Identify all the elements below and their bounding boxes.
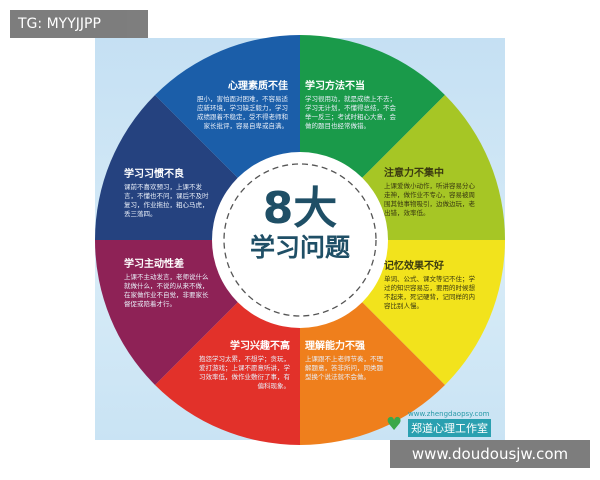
segment-comprehension: 理解能力不强 上课跟不上老师节奏，不理解题意，答非所问，同类题型换个说法就不会做… — [305, 340, 387, 382]
segment-desc: 上课不主动发言，老师说什么就做什么，不说的从来不做，在家做作业不自觉，非要家长督… — [124, 273, 209, 308]
segment-desc: 抱怨学习太累，不想学；贪玩，爱打游戏；上课不愿意听讲，学习效率低，做作业敷衍了事… — [199, 355, 290, 390]
segment-memory: 记忆效果不好 单词、公式、课文等记不住；学过的知识容易忘，要用的时候想不起来，死… — [384, 260, 478, 311]
watermark: www.doudousjw.com — [390, 440, 590, 468]
segment-title: 学习兴趣不高 — [230, 341, 290, 352]
logo-url: www.zhengdaopsy.com — [408, 410, 490, 418]
segment-initiative: 学习主动性差 上课不主动发言，老师说什么就做什么，不说的从来不做，在家做作业不自… — [124, 258, 210, 309]
tag-label: TG: MYYJJPP — [10, 10, 148, 38]
segment-psychology: 心理素质不佳 胆小，害怕面对困难，不容易适应新环境，学习缺乏毅力，学习成绩跟着不… — [196, 80, 288, 131]
segment-title: 学习方法不当 — [305, 81, 365, 92]
segment-attention: 注意力不集中 上课爱做小动作，听讲容易分心走神，做作业不专心，容易被周围其他事物… — [384, 167, 478, 218]
logo-name: 郑道心理工作室 — [408, 419, 491, 437]
segment-title: 记忆效果不好 — [384, 261, 444, 272]
studio-logo: ♥ www.zhengdaopsy.com 郑道心理工作室 — [384, 410, 502, 438]
center-big: 8大 — [262, 183, 338, 234]
segment-desc: 学习很用功，就是成绩上不去；学习无计划，不懂得总结，不会举一反三；考试时粗心大意… — [305, 95, 396, 130]
segment-title: 学习主动性差 — [124, 259, 184, 270]
segment-title: 学习习惯不良 — [124, 169, 184, 180]
segment-study-method: 学习方法不当 学习很用功，就是成绩上不去；学习无计划，不懂得总结，不会举一反三；… — [305, 80, 397, 131]
segment-title: 理解能力不强 — [305, 341, 365, 352]
segment-desc: 上课跟不上老师节奏，不理解题意，答非所问，同类题型换个说法就不会做。 — [305, 355, 383, 381]
center-sub: 学习问题 — [249, 233, 350, 262]
segment-desc: 上课爱做小动作，听讲容易分心走神，做作业不专心，容易被周围其他事物吸引，边做边玩… — [384, 182, 475, 217]
segment-habits: 学习习惯不良 课前不喜欢预习，上课不发言，不懂也不问，课后不及时复习，作业拖拉，… — [124, 168, 212, 219]
segment-desc: 课前不喜欢预习，上课不发言，不懂也不问，课后不及时复习，作业拖拉，粗心马虎，丢三… — [124, 183, 209, 218]
segment-desc: 胆小，害怕面对困难，不容易适应新环境，学习缺乏毅力，学习成绩跟着不稳定，受不得老… — [197, 95, 288, 130]
dashed-ring — [223, 163, 377, 317]
segment-desc: 单词、公式、课文等记不住；学过的知识容易忘，要用的时候想不起来，死记硬背，记同样… — [384, 275, 475, 310]
heart-hands-icon: ♥ — [386, 414, 403, 435]
center-circle — [212, 152, 388, 328]
center-label: 8大 学习问题 — [215, 155, 385, 325]
segment-interest: 学习兴趣不高 抱怨学习太累，不想学；贪玩，爱打游戏；上课不愿意听讲，学习效率低，… — [196, 340, 290, 391]
segment-title: 心理素质不佳 — [228, 81, 288, 92]
segment-title: 注意力不集中 — [384, 168, 444, 179]
